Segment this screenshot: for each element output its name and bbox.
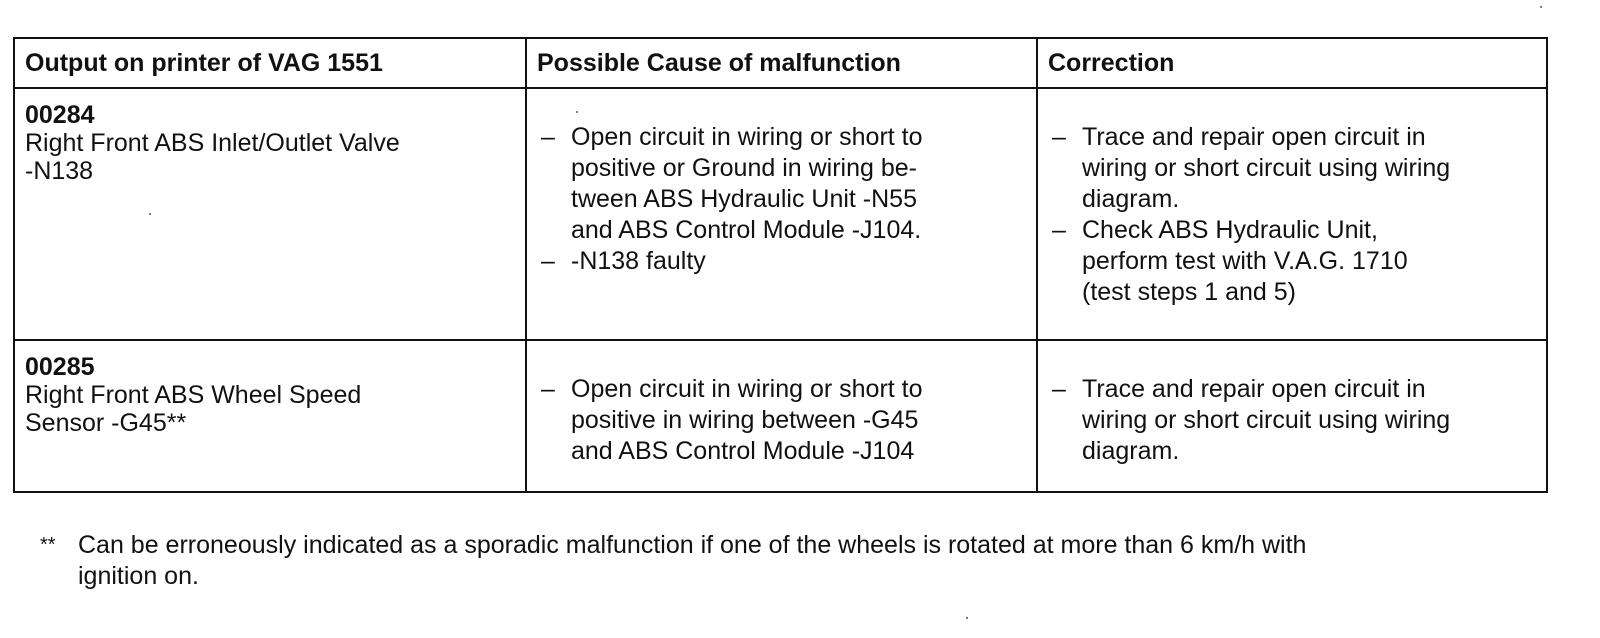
fault-description-line: Sensor -G45** <box>25 409 187 437</box>
correction-item-line: –Trace and repair open circuit in <box>1052 123 1426 151</box>
scan-speck <box>576 111 578 113</box>
header-possible-cause: Possible Cause of malfunction <box>525 37 1038 89</box>
dash-marker: – <box>541 247 555 275</box>
dash-marker: – <box>1052 216 1066 244</box>
dash-marker: – <box>1052 375 1066 403</box>
correction-item-line: wiring or short circuit using wiring <box>1082 406 1451 434</box>
printer-output-cell: 00284 Right Front ABS Inlet/Outlet Valve… <box>13 87 527 341</box>
fault-description-line: -N138 <box>25 157 94 185</box>
cause-item-line: tween ABS Hydraulic Unit -N55 <box>571 185 917 213</box>
cause-item-line: –-N138 faulty <box>541 247 706 275</box>
table-row: 00285 Right Front ABS Wheel Speed Sensor… <box>13 339 1548 493</box>
correction-item-line: wiring or short circuit using wiring <box>1082 154 1451 182</box>
fault-code-table: Output on printer of VAG 1551 Possible C… <box>13 37 1548 493</box>
correction-item-line: –Trace and repair open circuit in <box>1052 375 1426 403</box>
dash-marker: – <box>541 375 555 403</box>
fault-description-line: Right Front ABS Wheel Speed <box>25 381 362 409</box>
scan-speck <box>1540 6 1542 8</box>
cause-cell: –Open circuit in wiring or short to posi… <box>525 87 1038 341</box>
table-row: 00284 Right Front ABS Inlet/Outlet Valve… <box>13 87 1548 341</box>
cause-cell: –Open circuit in wiring or short to posi… <box>525 339 1038 493</box>
footnote-line: Can be erroneously indicated as a sporad… <box>78 531 1307 559</box>
correction-item-line: diagram. <box>1082 437 1180 465</box>
correction-item-line: diagram. <box>1082 185 1180 213</box>
cause-item-line: and ABS Control Module -J104 <box>571 437 915 465</box>
header-correction: Correction <box>1036 37 1548 89</box>
correction-list: –Trace and repair open circuit in wiring… <box>1052 374 1536 467</box>
fault-description-line: Right Front ABS Inlet/Outlet Valve <box>25 129 400 157</box>
table-header-row: Output on printer of VAG 1551 Possible C… <box>13 37 1548 89</box>
dash-marker: – <box>541 123 555 151</box>
correction-cell: –Trace and repair open circuit in wiring… <box>1036 339 1548 493</box>
scan-speck <box>149 213 151 215</box>
correction-item-line: (test steps 1 and 5) <box>1082 278 1297 306</box>
fault-code: 00284 <box>25 101 95 129</box>
correction-cell: –Trace and repair open circuit in wiring… <box>1036 87 1548 341</box>
footnote-line: ignition on. <box>78 562 199 590</box>
dash-marker: – <box>1052 123 1066 151</box>
footnote-marker: ** <box>40 534 56 556</box>
cause-item-line: –Open circuit in wiring or short to <box>541 375 923 403</box>
correction-list: –Trace and repair open circuit in wiring… <box>1052 122 1536 308</box>
scan-speck <box>966 617 968 619</box>
cause-item-line: positive in wiring between -G45 <box>571 406 919 434</box>
fault-code: 00285 <box>25 353 95 381</box>
printer-output-cell: 00285 Right Front ABS Wheel Speed Sensor… <box>13 339 527 493</box>
cause-list: –Open circuit in wiring or short to posi… <box>541 122 1026 277</box>
cause-item-line: positive or Ground in wiring be- <box>571 154 917 182</box>
footnote: ** Can be erroneously indicated as a spo… <box>40 530 1570 592</box>
correction-item-line: –Check ABS Hydraulic Unit, <box>1052 216 1378 244</box>
correction-item-line: perform test with V.A.G. 1710 <box>1082 247 1408 275</box>
cause-item-line: and ABS Control Module -J104. <box>571 216 922 244</box>
cause-item-line: –Open circuit in wiring or short to <box>541 123 923 151</box>
header-printer-output: Output on printer of VAG 1551 <box>13 37 527 89</box>
cause-list: –Open circuit in wiring or short to posi… <box>541 374 1026 467</box>
